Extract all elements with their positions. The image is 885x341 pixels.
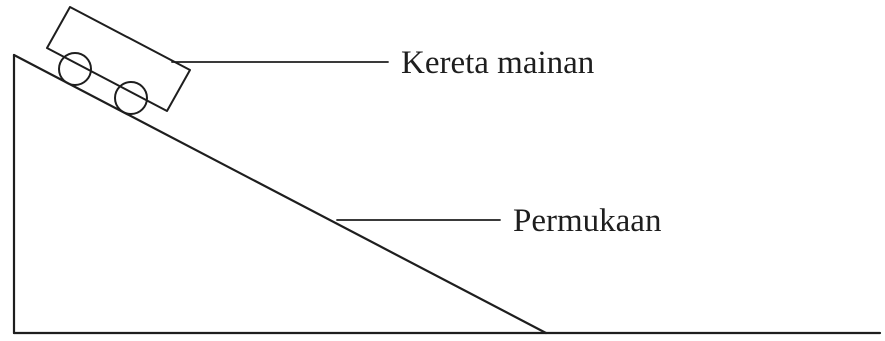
toy-car [46, 6, 191, 115]
toy-car-front-wheel [58, 52, 92, 86]
toy-car-body [46, 6, 191, 112]
inclined-surface [12, 53, 548, 335]
toy-car-label: Kereta mainan [401, 45, 594, 81]
toy-car-rear-wheel [114, 81, 148, 115]
surface-label: Permukaan [513, 203, 661, 239]
